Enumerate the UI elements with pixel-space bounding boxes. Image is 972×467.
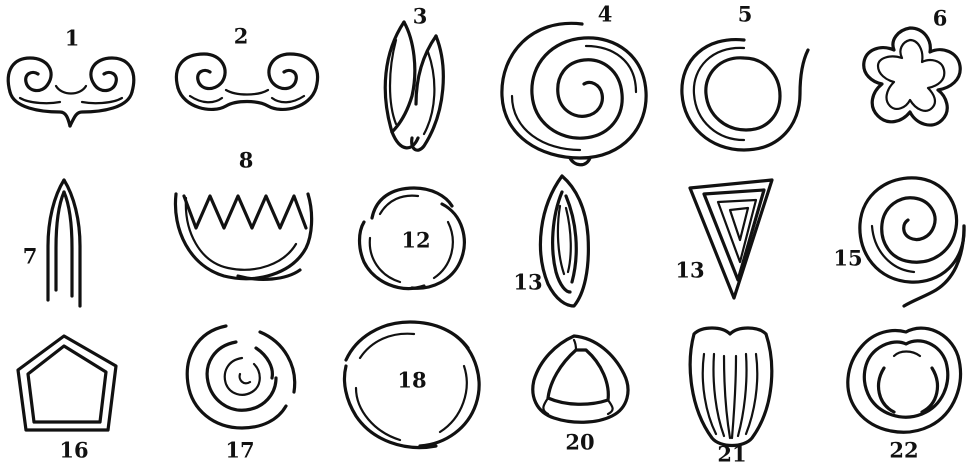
figure-6-five-petal-valvate [864, 28, 960, 125]
figure-label-15: 15 [833, 248, 862, 269]
figure-1-twin-spiral [8, 58, 134, 126]
figure-2-twin-spiral [176, 54, 317, 109]
figure-label-3: 3 [413, 6, 428, 27]
figure-20-triangular-valvate [533, 336, 628, 422]
figure-label-17: 17 [225, 440, 254, 461]
figure-label-7: 7 [23, 246, 38, 267]
figure-7-conduplicate [48, 180, 80, 306]
figure-16-pentagon-valvate [18, 336, 116, 430]
figure-4-convolute-spiral [502, 23, 646, 164]
figure-label-13b: 13 [675, 260, 704, 281]
figure-label-12: 12 [401, 230, 430, 251]
figure-label-1: 1 [65, 28, 80, 49]
figure-15-spiral-tail [860, 178, 964, 306]
figure-label-21: 21 [717, 444, 746, 465]
figure-label-20: 20 [565, 432, 594, 453]
figure-label-22: 22 [889, 440, 918, 461]
figure-label-13a: 13 [513, 272, 542, 293]
figure-8-crown-valvate [175, 194, 311, 279]
figure-label-2: 2 [234, 26, 249, 47]
figure-label-18: 18 [397, 370, 426, 391]
figure-label-4: 4 [598, 4, 613, 25]
figure-label-5: 5 [738, 4, 753, 25]
figure-22-crescent-ring [848, 328, 961, 432]
figure-label-8: 8 [239, 150, 254, 171]
figure-3-interlocked-petals [385, 22, 443, 150]
figure-13a-equitant [540, 176, 588, 306]
figure-label-6: 6 [933, 8, 948, 29]
figure-17-contorted [187, 326, 294, 428]
figure-label-16: 16 [59, 440, 88, 461]
figure-21-bell-valvate [690, 328, 772, 446]
figure-5-open-ring [682, 40, 808, 150]
